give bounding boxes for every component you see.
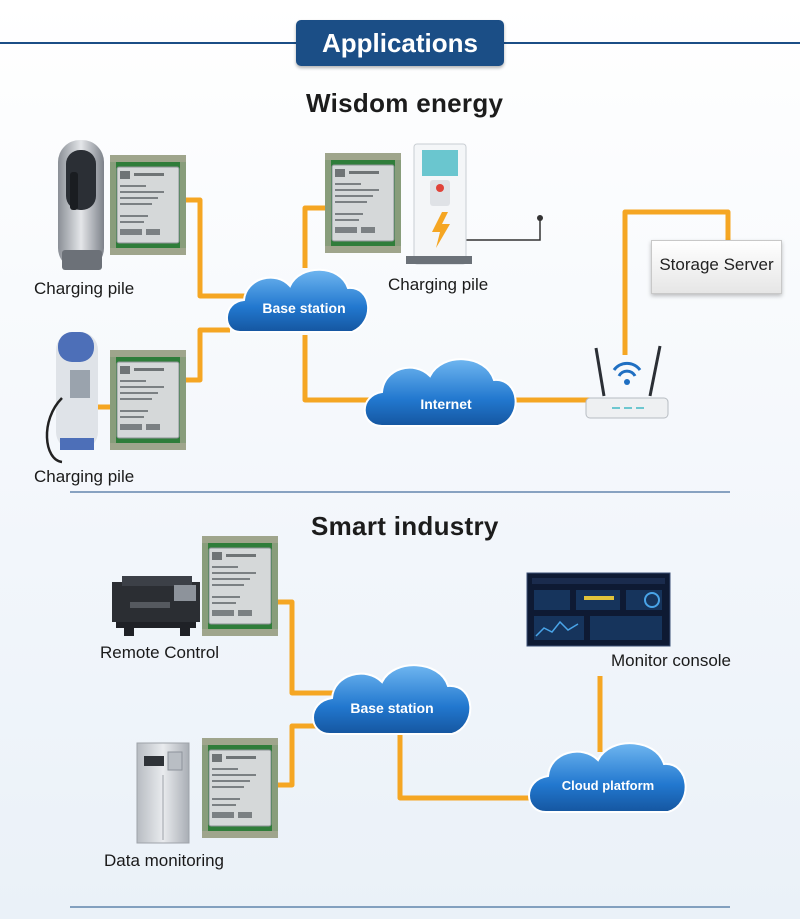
cloud-icon bbox=[312, 664, 472, 735]
applications-banner: Applications bbox=[296, 20, 504, 66]
internet-label: Internet bbox=[420, 396, 472, 412]
charging-pile-icon bbox=[58, 140, 104, 270]
router-icon bbox=[585, 345, 669, 419]
cloud-platform-label: Cloud platform bbox=[561, 778, 655, 793]
section-title-wisdom-energy: Wisdom energy bbox=[306, 88, 504, 118]
charging-pile-label: Charging pile bbox=[34, 279, 135, 298]
charging-pile-icon bbox=[45, 332, 98, 464]
cloud-icon bbox=[226, 268, 369, 333]
storage-server-box: Storage Server bbox=[651, 240, 782, 294]
data-monitoring-cabinet-icon bbox=[136, 742, 190, 844]
monitor-console-label: Monitor console bbox=[611, 651, 732, 670]
remote-control-machine-icon bbox=[112, 576, 200, 636]
charging-pile-icon bbox=[406, 143, 472, 265]
cellular-module-icon bbox=[324, 152, 402, 254]
section-title-smart-industry: Smart industry bbox=[311, 511, 499, 541]
page-title: Applications bbox=[321, 28, 478, 58]
wifi-icon bbox=[612, 361, 642, 377]
cellular-module-icon bbox=[109, 349, 187, 451]
cellular-module-icon bbox=[201, 737, 279, 839]
cloud-icon bbox=[528, 742, 687, 813]
charging-pile-label: Charging pile bbox=[388, 275, 489, 294]
monitor-console-icon bbox=[526, 572, 671, 647]
cloud-icon bbox=[363, 358, 517, 427]
remote-control-label: Remote Control bbox=[100, 643, 220, 662]
data-monitoring-label: Data monitoring bbox=[104, 851, 225, 870]
cellular-module-icon bbox=[201, 535, 279, 637]
industry-connectors bbox=[272, 599, 603, 801]
pile-cable bbox=[465, 220, 541, 241]
base-station-label: Base station bbox=[350, 700, 434, 716]
charging-pile-label: Charging pile bbox=[34, 467, 135, 486]
base-station-label: Base station bbox=[262, 300, 346, 316]
storage-server-label: Storage Server bbox=[659, 255, 774, 274]
cellular-module-icon bbox=[109, 154, 187, 256]
